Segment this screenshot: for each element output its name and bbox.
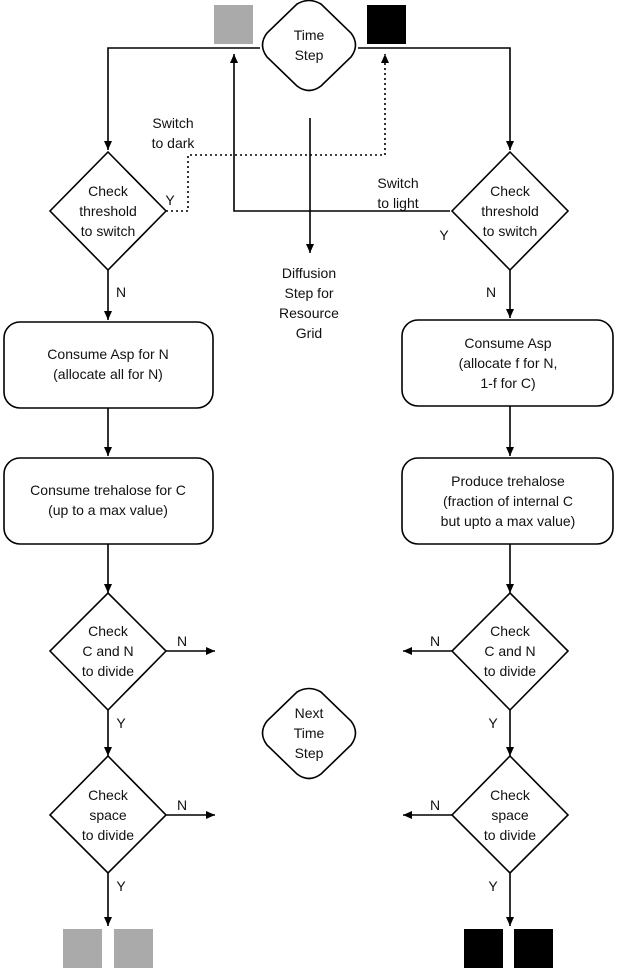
left-cn-label-line: Check [88, 623, 129, 639]
right-threshold-label-line: Check [490, 183, 531, 199]
right-threshold-yes-label: Y [439, 227, 449, 243]
right-space-no-label: N [430, 797, 440, 813]
left-consume-asp-box [3, 321, 214, 409]
right-trehalose-label-line: Produce trehalose [451, 473, 565, 489]
next-time-step-node [261, 687, 357, 780]
left-space-label-line: to divide [82, 827, 134, 843]
right-consume-asp-box [401, 319, 614, 407]
left-trehalose-label-line: (up to a max value) [48, 502, 168, 518]
switch-to-light-label-line: to light [377, 195, 418, 211]
time-step-node [261, 0, 357, 92]
right-consume-asp-label-line: (allocate f for N, [459, 355, 558, 371]
left-trehalose-box [3, 457, 214, 545]
right-threshold-label: Check threshold to switch [481, 183, 539, 239]
left-space-label-line: Check [88, 787, 129, 803]
right-threshold-no-label: N [486, 284, 496, 300]
right-trehalose-label-line: but upto a max value) [441, 513, 576, 529]
left-threshold-diamond [48, 150, 168, 272]
left-consume-asp-label: Consume Asp for N (allocate all for N) [47, 346, 168, 382]
right-threshold-label-line: to switch [483, 223, 537, 239]
left-threshold-label-line: threshold [79, 203, 137, 219]
left-space-no-label: N [177, 797, 187, 813]
dark-cell-icon [514, 929, 553, 968]
edge-switch-to-dark [166, 54, 389, 212]
right-consume-asp-label: Consume Asp (allocate f for N, 1-f for C) [459, 335, 558, 391]
left-cn-label: Check C and N to divide [82, 623, 134, 679]
left-trehalose-label-line: Consume trehalose for C [30, 482, 186, 498]
diffusion-label-line: Step for [284, 285, 333, 301]
right-consume-asp-label-line: Consume Asp [464, 335, 551, 351]
light-cell-icon [214, 5, 253, 44]
right-cn-diamond [450, 591, 570, 712]
dark-cell-icon [367, 5, 406, 44]
next-time-step-label-line: Next [295, 705, 324, 721]
left-cn-label-line: C and N [82, 643, 133, 659]
left-cn-yes-label: Y [116, 715, 126, 731]
dark-cell-icon [464, 929, 503, 968]
left-threshold-label-line: to switch [81, 223, 135, 239]
time-step-label-line: Time [294, 27, 325, 43]
left-trehalose-label: Consume trehalose for C (up to a max valu… [30, 482, 186, 518]
right-threshold-label-line: threshold [481, 203, 539, 219]
left-space-diamond [48, 754, 168, 875]
diffusion-label-line: Resource [279, 305, 339, 321]
left-threshold-label-line: Check [88, 183, 129, 199]
switch-to-light-label-line: Switch [377, 175, 418, 191]
left-threshold-no-label: N [116, 284, 126, 300]
left-space-yes-label: Y [116, 878, 126, 894]
right-space-label: Check space to divide [484, 787, 536, 843]
right-cn-label-line: Check [490, 623, 531, 639]
light-cell-icon [63, 929, 102, 968]
right-trehalose-box [401, 457, 614, 545]
right-consume-asp-label-line: 1-f for C) [480, 375, 535, 391]
diffusion-label-line: Grid [296, 325, 322, 341]
time-step-label-line: Step [295, 47, 324, 63]
left-space-label: Check space to divide [82, 787, 134, 843]
switch-to-dark-label: Switch to dark [152, 115, 196, 151]
next-time-step-label-line: Step [295, 745, 324, 761]
switch-to-dark-label-line: Switch [152, 115, 193, 131]
right-cn-yes-label: Y [488, 715, 498, 731]
edge-time-to-left-threshold [104, 47, 260, 150]
edge-time-to-right-threshold [358, 47, 514, 150]
left-cn-diamond [48, 591, 168, 712]
left-cn-no-label: N [177, 633, 187, 649]
right-threshold-diamond [450, 150, 570, 272]
left-consume-asp-label-line: Consume Asp for N [47, 346, 168, 362]
switch-to-dark-label-line: to dark [152, 135, 196, 151]
next-time-step-label-line: Time [294, 725, 325, 741]
right-cn-label-line: to divide [484, 663, 536, 679]
left-consume-asp-label-line: (allocate all for N) [53, 366, 163, 382]
light-cell-icon [114, 929, 153, 968]
right-space-label-line: to divide [484, 827, 536, 843]
diffusion-label-line: Diffusion [282, 265, 336, 281]
left-cn-label-line: to divide [82, 663, 134, 679]
edge-labels: Switch to dark Switch to light Y Y N N N N… [116, 115, 498, 894]
right-space-label-line: Check [490, 787, 531, 803]
right-space-yes-label: Y [488, 878, 498, 894]
right-cn-no-label: N [430, 633, 440, 649]
switch-to-light-label: Switch to light [377, 175, 418, 211]
left-threshold-label: Check threshold to switch [79, 183, 137, 239]
right-cn-label: Check C and N to divide [484, 623, 536, 679]
right-trehalose-label-line: (fraction of internal C [443, 493, 573, 509]
cell-squares [63, 5, 553, 968]
right-cn-label-line: C and N [484, 643, 535, 659]
right-space-diamond [450, 754, 570, 875]
left-space-label-line: space [89, 807, 127, 823]
edge-switch-to-light [230, 54, 450, 212]
right-trehalose-label: Produce trehalose (fraction of internal C… [441, 473, 576, 529]
right-space-label-line: space [491, 807, 529, 823]
left-threshold-yes-label: Y [165, 192, 175, 208]
shapes [3, 0, 614, 875]
edges [104, 47, 514, 926]
